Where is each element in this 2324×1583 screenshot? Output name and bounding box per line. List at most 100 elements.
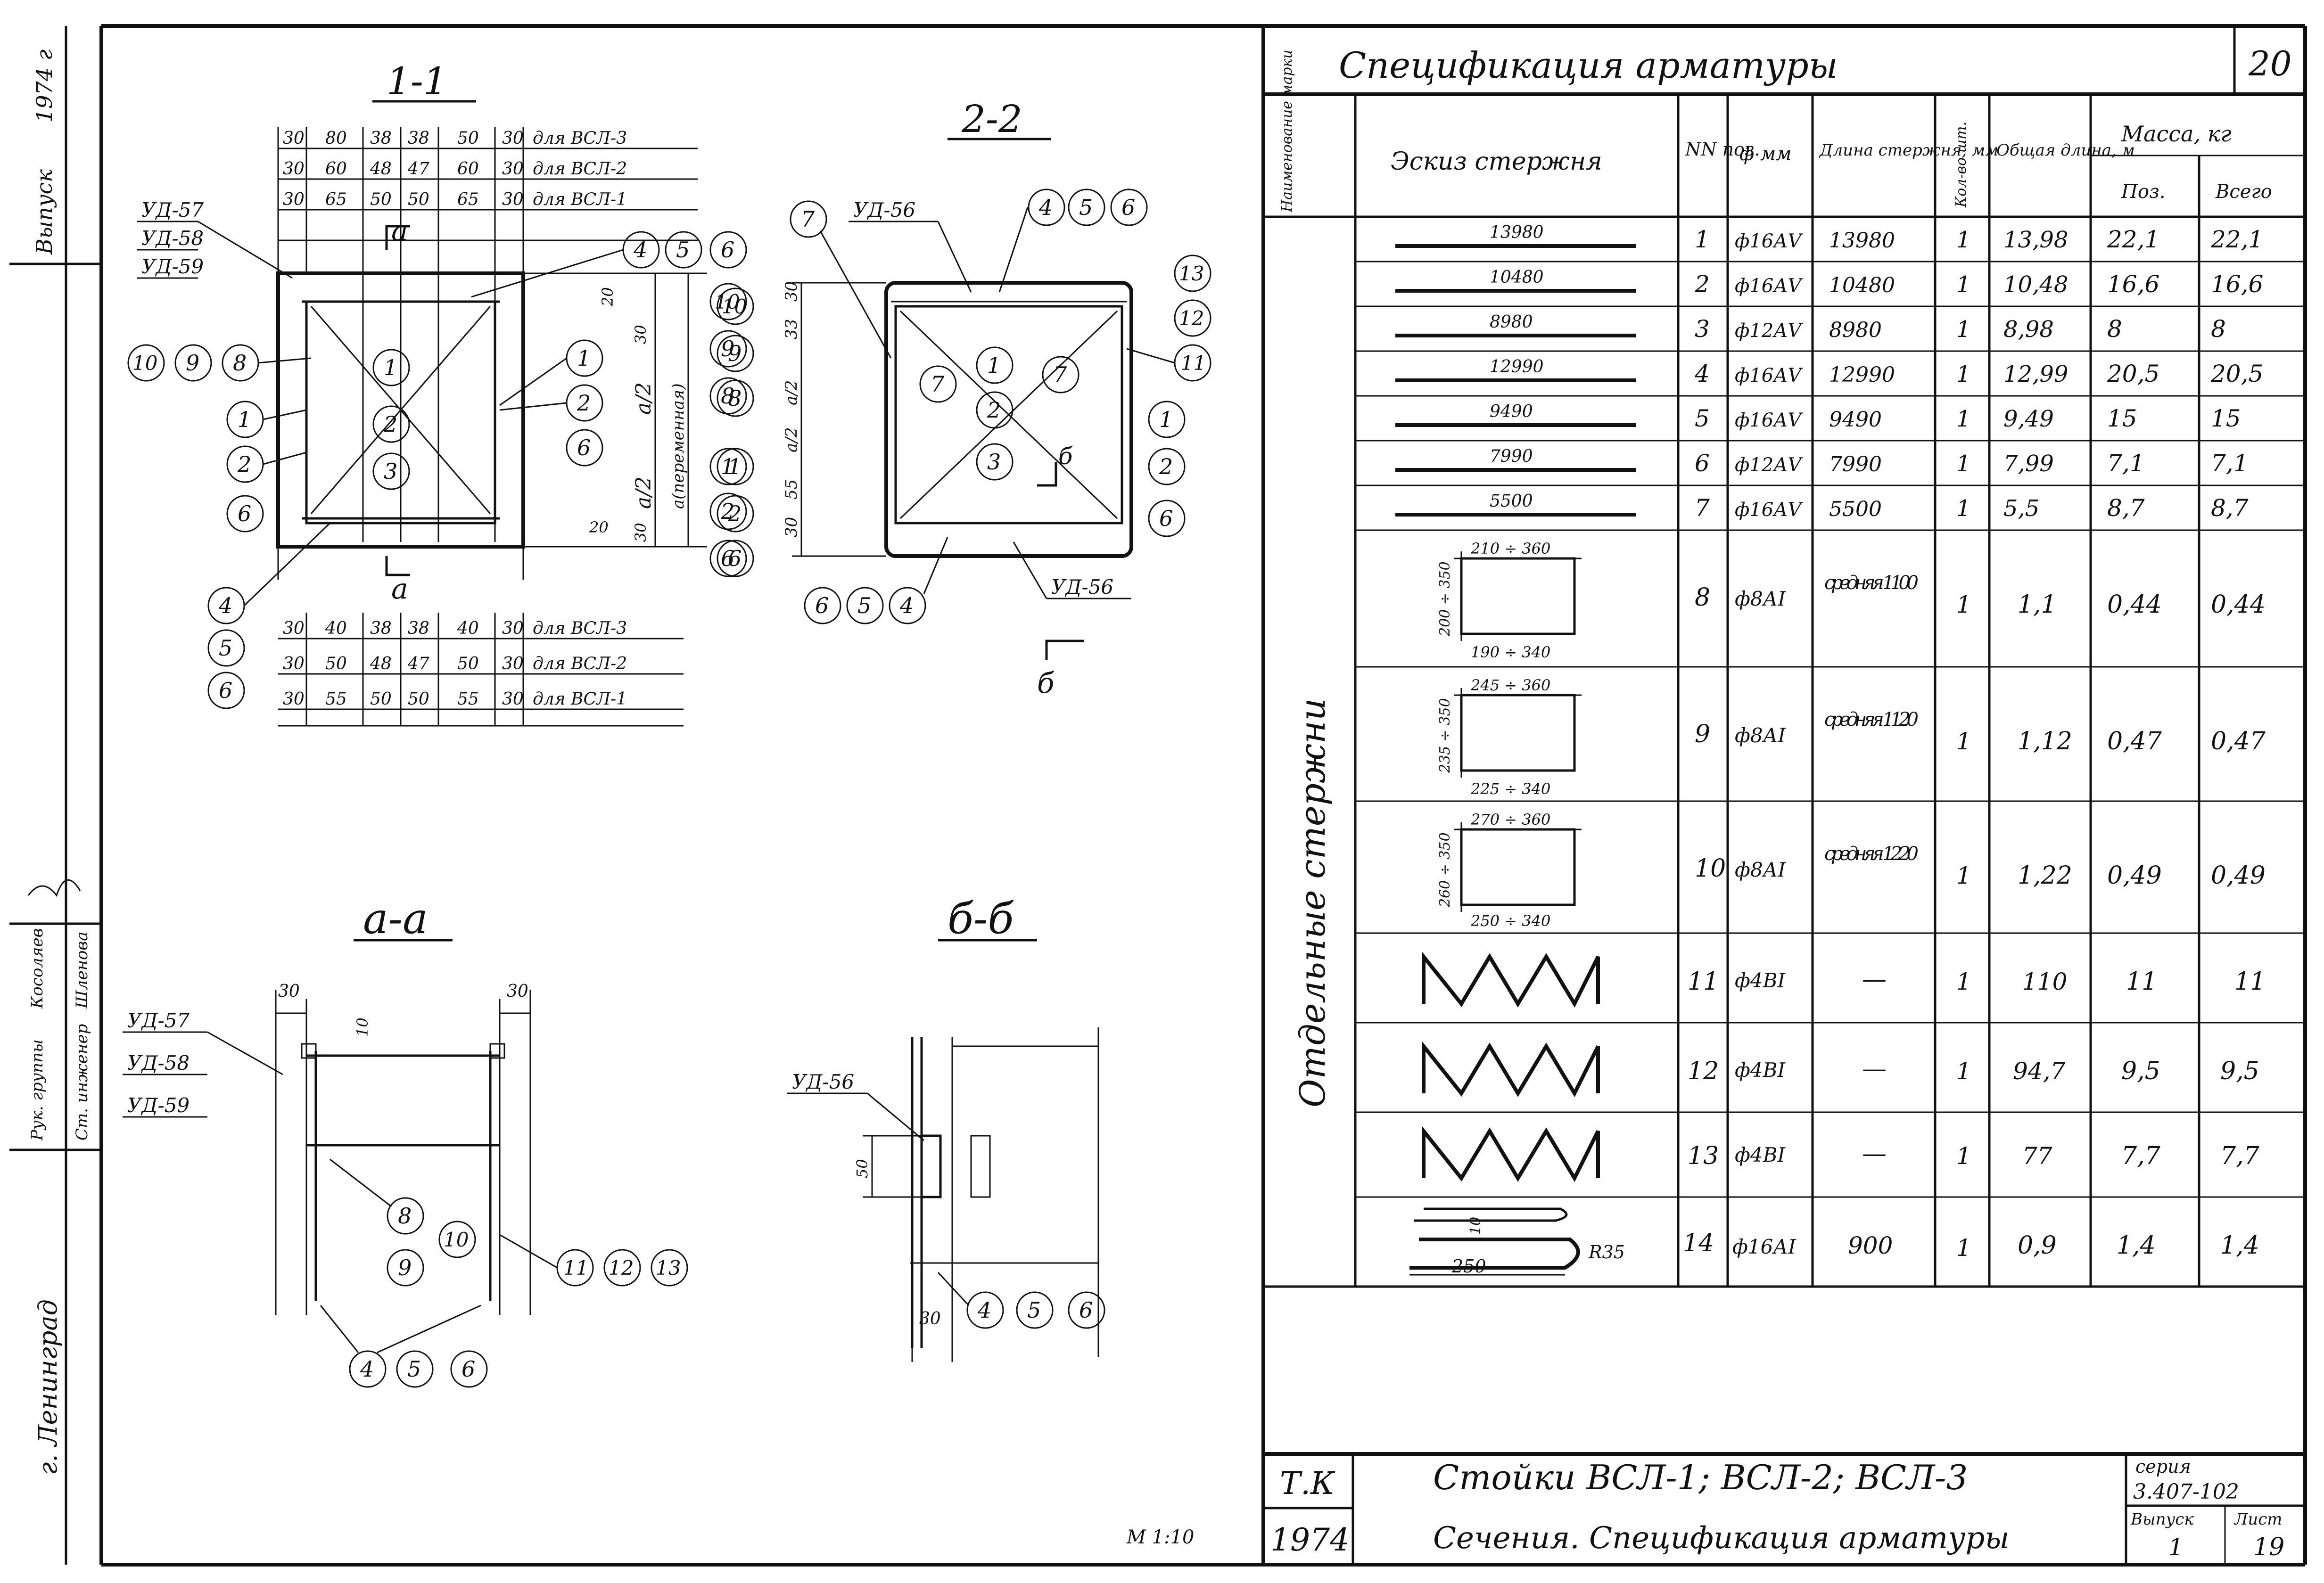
svg-text:1: 1	[1956, 968, 1971, 995]
dim-22-ahalf-1: а/2	[782, 380, 801, 405]
dim-t0-c4: 50	[457, 129, 479, 148]
svg-text:—: —	[1862, 1055, 1887, 1083]
svg-text:7990: 7990	[1490, 447, 1533, 466]
stamp-issue: Выпуск	[32, 169, 57, 255]
dim-b1-note: для ВСЛ-2	[533, 654, 627, 673]
svg-text:10: 10	[1467, 1217, 1484, 1235]
dim-t0-c3: 38	[408, 129, 429, 148]
spec-row-12: 12 ф4ВI — 1 94,7 9,5 9,5	[1422, 1041, 2259, 1098]
hdr-total: Общая длина, м	[1996, 141, 2135, 160]
svg-text:1,12: 1,12	[2018, 727, 2072, 755]
svg-text:13,98: 13,98	[2003, 227, 2068, 253]
svg-text:1: 1	[987, 353, 1001, 378]
svg-text:2: 2	[727, 501, 742, 526]
svg-text:1: 1	[1956, 1058, 1971, 1085]
hdr-mass: Масса, кг	[2121, 121, 2231, 147]
svg-text:8: 8	[2107, 315, 2122, 343]
title-block: Т.К 1974 Стойки ВСЛ-1; ВСЛ-2; ВСЛ-3 Сече…	[1263, 1452, 2305, 1565]
svg-text:3: 3	[384, 459, 397, 484]
svg-text:8: 8	[2211, 315, 2226, 343]
label-ud56-3: УД-56	[792, 1070, 854, 1093]
dim-t0-c2: 38	[370, 129, 392, 148]
svg-text:9: 9	[398, 1255, 412, 1280]
dim-bb-50: 50	[853, 1159, 871, 1178]
section-2-2: 2-2 30 33 а/2 а/2 55 30 УД-56 УД-56 б б …	[717, 97, 1211, 700]
svg-text:9490: 9490	[1829, 408, 1882, 432]
svg-text:900: 900	[1848, 1232, 1893, 1259]
svg-text:210 ÷ 360: 210 ÷ 360	[1470, 540, 1550, 558]
dim-20-r2: 20	[589, 518, 609, 536]
svg-text:6: 6	[577, 435, 591, 460]
stamp-city: г. Ленинград	[33, 1299, 63, 1475]
svg-text:6: 6	[1159, 506, 1173, 531]
svg-text:7: 7	[1053, 362, 1067, 387]
dim-22-ahalf-2: а/2	[782, 427, 801, 452]
dim-b0-c3: 38	[408, 619, 429, 638]
dim-b0-c1: 40	[325, 619, 347, 638]
svg-text:1,4: 1,4	[2220, 1231, 2259, 1260]
svg-text:260 ÷ 350: 260 ÷ 350	[1437, 832, 1453, 908]
spec-table: Спецификация арматуры 20 Наименование ма…	[1261, 26, 2305, 1565]
section-a-a: а-а 30 30 10 УД-57 УД-58 УД-59 8 10 9 11…	[123, 894, 688, 1388]
dim-b2-c2: 50	[370, 689, 392, 709]
svg-text:245 ÷ 360: 245 ÷ 360	[1470, 676, 1550, 694]
dim-t2-c4: 65	[457, 190, 479, 209]
spec-row-5: 9490 5 ф16АⅤ 9490 1 9,49 15 15	[1395, 402, 2241, 432]
stamp-name-1: Косоляев	[28, 928, 47, 1009]
dim-t2-c3: 50	[408, 190, 429, 209]
svg-text:7,99: 7,99	[2003, 451, 2054, 477]
svg-text:8980: 8980	[1490, 312, 1533, 332]
svg-text:12990: 12990	[1829, 363, 1895, 387]
svg-text:200 ÷ 350: 200 ÷ 350	[1437, 561, 1453, 637]
spec-row-lines	[1263, 261, 2305, 1288]
dim-b2-c4: 55	[457, 689, 479, 709]
svg-text:4: 4	[977, 1297, 991, 1323]
dim-b1-c2: 48	[370, 654, 392, 673]
dim-a-half-2: а/2	[632, 476, 656, 509]
dim-aa-10: 10	[354, 1017, 371, 1037]
tb-org: Т.К	[1280, 1465, 1335, 1501]
svg-text:4: 4	[1694, 360, 1710, 387]
svg-text:0,9: 0,9	[2018, 1231, 2057, 1260]
svg-text:7: 7	[1695, 494, 1710, 522]
svg-text:1: 1	[238, 407, 251, 432]
dim-t2-c0: 30	[283, 190, 305, 209]
svg-text:1: 1	[1956, 1142, 1971, 1170]
svg-text:ф12АⅤ: ф12АⅤ	[1735, 320, 1804, 342]
svg-text:1: 1	[1695, 226, 1710, 253]
svg-text:10: 10	[444, 1228, 469, 1251]
tb-title-1: Стойки ВСЛ-1; ВСЛ-2; ВСЛ-3	[1433, 1458, 1968, 1497]
dim-30-r: 30	[632, 325, 650, 344]
svg-text:7,1: 7,1	[2211, 450, 2249, 477]
svg-text:6: 6	[721, 546, 734, 571]
svg-text:0,47: 0,47	[2107, 727, 2162, 755]
dim-22-30a: 30	[782, 281, 801, 302]
tb-issue: 1	[2168, 1534, 2184, 1561]
section-1-1-title: 1-1	[387, 59, 447, 103]
svg-text:1: 1	[1956, 361, 1971, 387]
section-1-1: 1-1 30 80 38 38 50 30 для ВСЛ-3 30 60 48	[127, 59, 747, 727]
dim-a-half-1: а/2	[632, 382, 656, 415]
hdr-pos: NN поз.	[1685, 139, 1760, 160]
section-b-b-title: б-б	[948, 894, 1014, 943]
svg-text:1: 1	[1956, 728, 1971, 755]
svg-text:7: 7	[801, 206, 815, 232]
sheet-frame	[9, 24, 2307, 1567]
tb-sheet: 19	[2253, 1533, 2284, 1561]
svg-text:0,49: 0,49	[2107, 861, 2162, 890]
svg-text:—: —	[1862, 1140, 1887, 1168]
svg-text:10480: 10480	[1829, 273, 1895, 297]
svg-text:4: 4	[633, 237, 647, 262]
svg-text:11: 11	[1688, 968, 1719, 996]
svg-text:4: 4	[360, 1356, 374, 1382]
svg-text:20,5: 20,5	[2107, 360, 2159, 387]
svg-text:11: 11	[563, 1256, 588, 1280]
svg-text:9: 9	[186, 350, 199, 376]
label-ud58-2: УД-58	[127, 1051, 190, 1074]
svg-text:ф4ВI: ф4ВI	[1735, 969, 1786, 992]
svg-text:1: 1	[1956, 1234, 1971, 1262]
callouts-1-1: 4 5 6 10 9 8 1 2 6 10 9 8 1 2 6 1 2 3 1 …	[127, 231, 747, 709]
dim-20-r: 20	[599, 287, 617, 307]
spec-row-3: 8980 3 ф12АⅤ 8980 1 8,98 8 8	[1395, 312, 2226, 343]
svg-text:ф8АI: ф8АI	[1735, 587, 1786, 610]
